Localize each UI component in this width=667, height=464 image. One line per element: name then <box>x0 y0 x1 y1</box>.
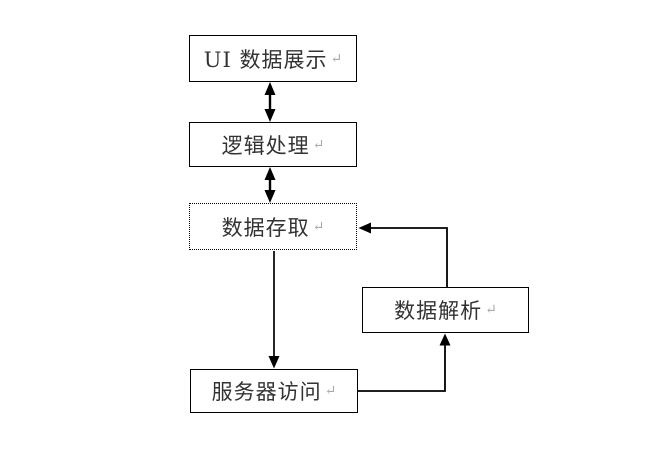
edge-shaft <box>371 227 448 287</box>
node-label: 逻辑处理 <box>221 133 310 158</box>
edge-shaft <box>358 345 446 392</box>
arrowhead-left-icon <box>358 222 371 234</box>
node-label: 数据解析 <box>394 299 483 323</box>
return-mark-icon: ↵ <box>312 136 325 153</box>
node-data-parsing: 数据解析↵ <box>362 287 529 333</box>
edge-logic-processing-data-access <box>264 167 276 203</box>
node-label: UI 数据展示 <box>203 47 328 72</box>
node-label: 数据存取 <box>221 215 310 240</box>
edge-ui-display-logic-processing <box>264 82 276 122</box>
node-label: 服务器访问 <box>211 380 322 404</box>
node-server-access: 服务器访问↵ <box>190 369 358 413</box>
return-mark-icon: ↵ <box>330 50 343 67</box>
arrowhead-up-icon <box>264 167 276 180</box>
return-mark-icon: ↵ <box>485 302 497 318</box>
edge-data-access-to-server-access <box>268 251 280 369</box>
node-ui-display: UI 数据展示↵ <box>189 35 357 82</box>
edge-server-access-to-data-parsing <box>358 333 451 392</box>
arrowhead-down-icon <box>264 190 276 203</box>
arrowhead-down-icon <box>264 109 276 122</box>
return-mark-icon: ↵ <box>324 383 337 399</box>
arrowhead-up-icon <box>264 82 276 95</box>
edge-data-parsing-to-data-access <box>358 222 448 287</box>
arrowhead-down-icon <box>268 356 280 369</box>
node-data-access: 数据存取↵ <box>189 203 357 250</box>
arrowhead-up-icon <box>439 333 451 346</box>
node-logic-processing: 逻辑处理↵ <box>189 122 357 167</box>
return-mark-icon: ↵ <box>312 218 325 235</box>
